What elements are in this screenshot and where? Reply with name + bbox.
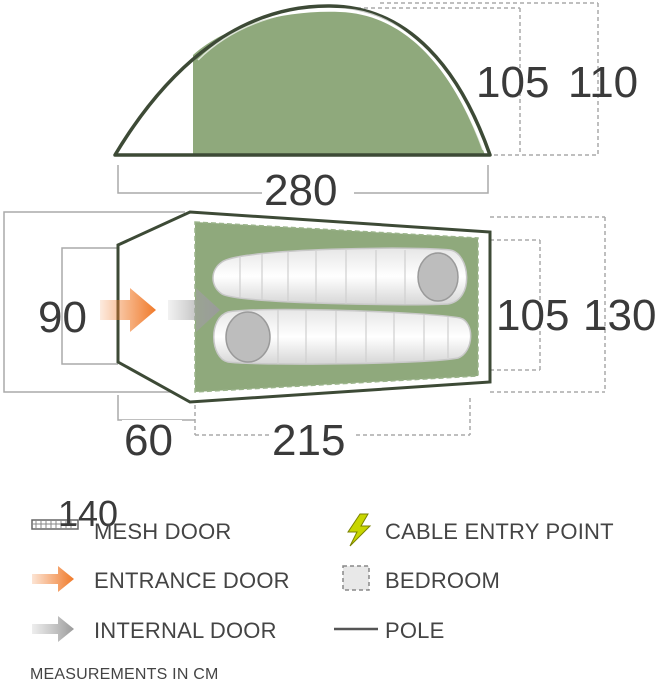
plan-vestibule-depth-label: 60	[124, 416, 173, 465]
pillow-top	[417, 252, 459, 302]
side-inner-height-label: 105	[476, 58, 549, 107]
side-inner-tent	[193, 11, 485, 155]
plan-bedroom	[194, 221, 479, 393]
cable-entry-icon	[347, 513, 372, 547]
plan-vestibule-frame	[61, 247, 118, 365]
plan-guides	[194, 216, 606, 436]
legend-mesh-door: MESH DOOR	[94, 519, 232, 544]
legend-cable-entry: CABLE ENTRY POINT	[385, 519, 614, 544]
legend-bedroom: BEDROOM	[385, 568, 501, 593]
legend-entrance-door: ENTRANCE DOOR	[94, 568, 290, 593]
legend-pole: POLE	[385, 618, 445, 643]
side-view: 105 110 280	[113, 2, 638, 215]
plan-footprint-frame	[3, 211, 185, 393]
side-outer-height-label: 110	[568, 58, 638, 107]
legend-internal-door: INTERNAL DOOR	[94, 618, 277, 643]
sleeping-bag-bottom	[213, 308, 472, 365]
entrance-door-icon	[32, 566, 74, 592]
plan-outer-width-label: 130	[583, 291, 656, 340]
bedroom-icon	[342, 565, 370, 591]
internal-door-arrow	[168, 288, 220, 332]
plan-vestibule-width-label: 90	[38, 293, 87, 342]
plan-inner-width-label: 105	[496, 291, 569, 340]
sleeping-bag-top	[212, 247, 468, 306]
side-height-guides	[350, 2, 599, 156]
plan-view: 90 105 130 60 215	[3, 210, 656, 465]
side-fly-outline	[113, 4, 492, 157]
measurements-footnote: MEASUREMENTS IN CM	[30, 666, 219, 683]
side-length-label: 280	[264, 166, 337, 215]
mesh-door-icon	[31, 519, 79, 530]
pillow-bottom	[225, 311, 271, 363]
mesh-door-size-label: 140	[58, 493, 118, 534]
internal-door-icon	[32, 616, 74, 642]
entrance-arrow	[100, 288, 156, 332]
plan-inner-length-label: 215	[272, 416, 345, 465]
side-pole	[197, 8, 484, 151]
